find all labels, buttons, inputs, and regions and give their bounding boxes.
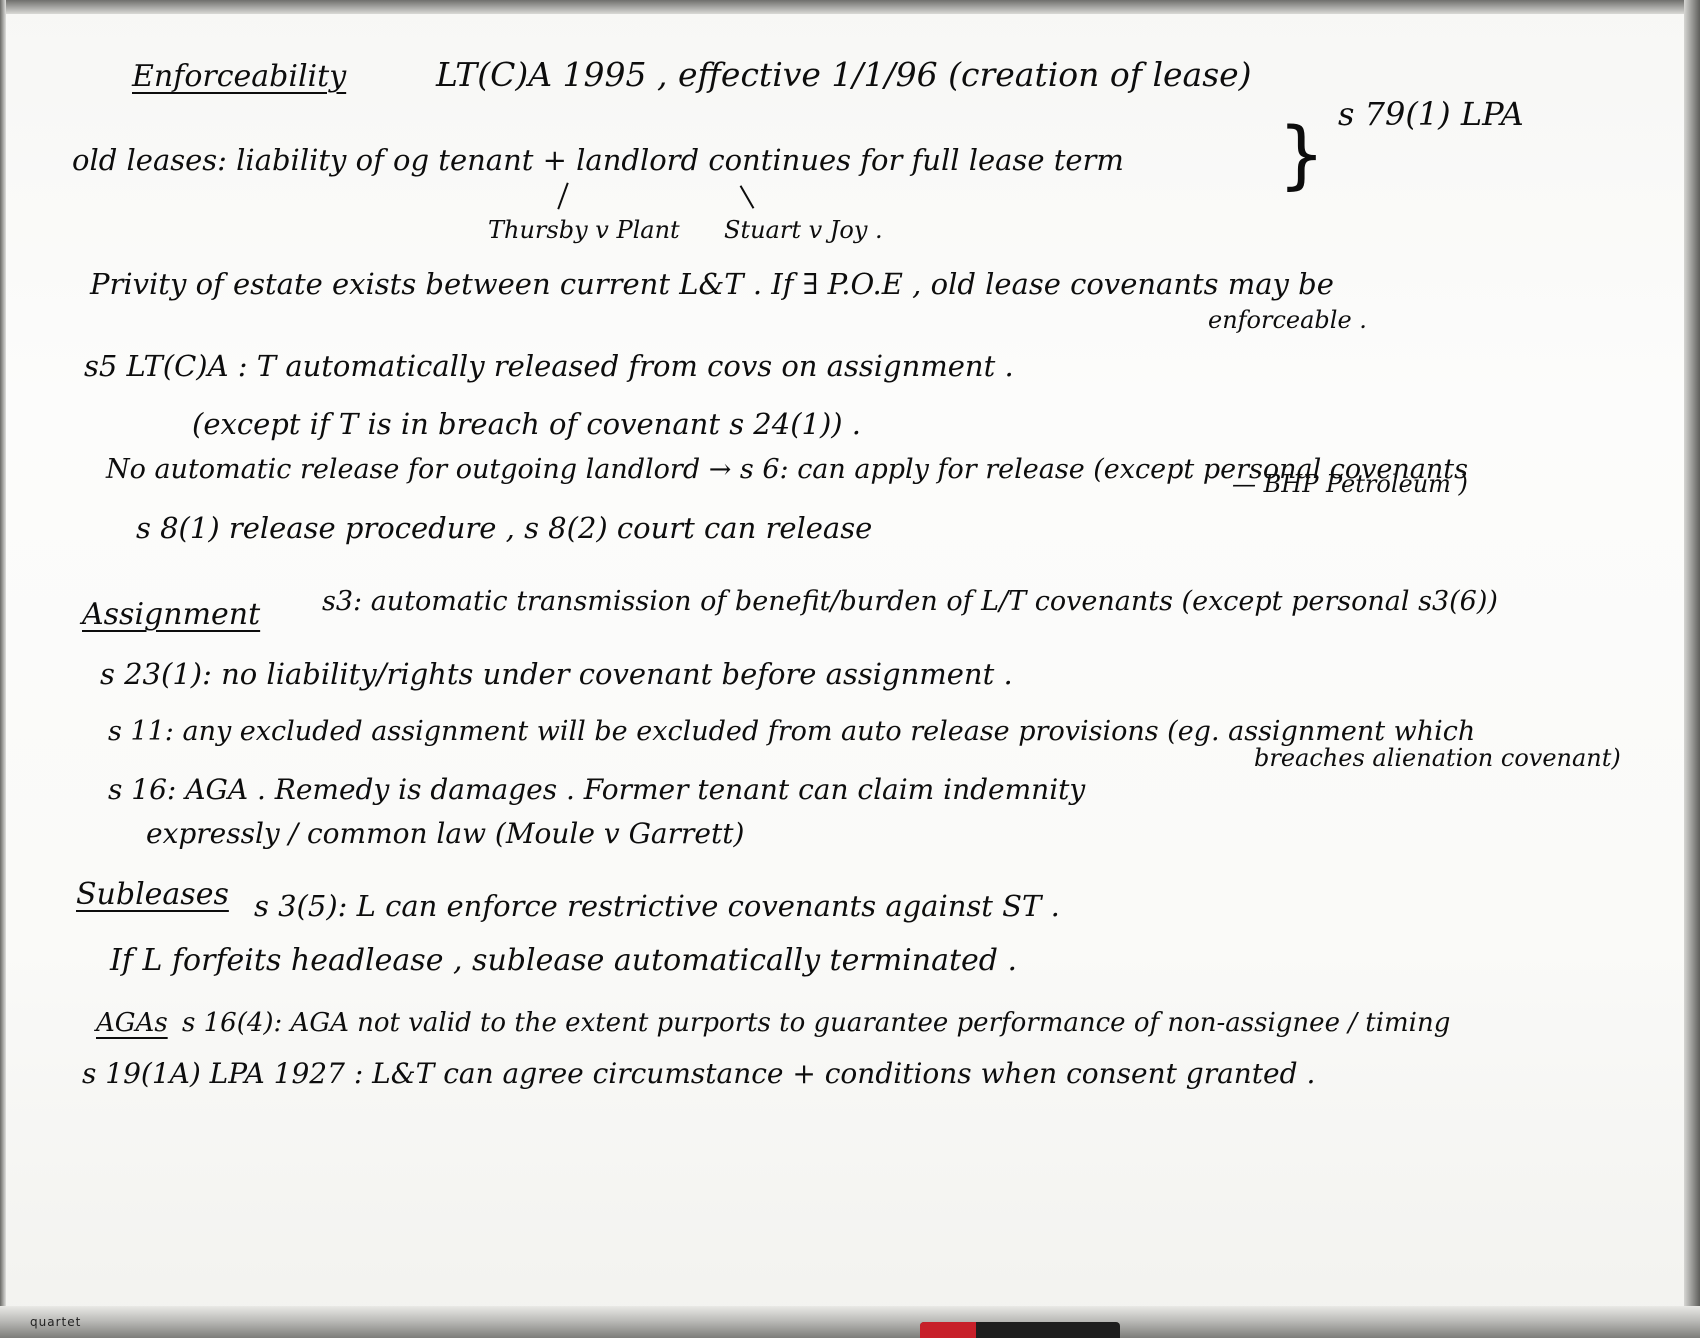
whiteboard-frame-top: [0, 0, 1700, 14]
s16-line: s 16: AGA . Remedy is damages . Former t…: [108, 773, 1086, 806]
marker-cap: [920, 1322, 976, 1338]
board-brand-logo: quartet: [30, 1315, 82, 1329]
s19-line: s 19(1A) LPA 1927 : L&T can agree circum…: [82, 1057, 1316, 1090]
heading-subleases: Subleases: [76, 877, 229, 912]
alienation-note: breaches alienation covenant): [1254, 744, 1621, 772]
bhp-petroleum-note: — BHP Petroleum ): [1232, 470, 1468, 498]
except-breach-line: (except if T is in breach of covenant s …: [192, 407, 862, 441]
pointer-landlord: [739, 185, 755, 209]
s79-lpa: s 79(1) LPA: [1338, 95, 1524, 133]
moule-line: expressly / common law (Moule v Garrett): [146, 817, 745, 850]
s16-4-line: s 16(4): AGA not valid to the extent pur…: [182, 1008, 1451, 1038]
s3-5-line: s 3(5): L can enforce restrictive covena…: [254, 889, 1060, 923]
case-thursby-v-plant: Thursby v Plant: [488, 216, 680, 244]
s8-line: s 8(1) release procedure , s 8(2) court …: [136, 511, 873, 545]
s11-line: s 11: any excluded assignment will be ex…: [108, 716, 1476, 747]
enforceable-note: enforceable .: [1208, 306, 1367, 334]
s3-line: s3: automatic transmission of benefit/bu…: [322, 586, 1498, 617]
forfeit-line: If L forfeits headlease , sublease autom…: [110, 943, 1018, 978]
marker-tray: [0, 1306, 1700, 1338]
pointer-tenant: [557, 182, 569, 210]
old-leases-line: old leases: liability of og tenant + lan…: [72, 143, 1124, 177]
landlord-release-line: No automatic release for outgoing landlo…: [106, 454, 1468, 485]
heading-assignment: Assignment: [82, 597, 261, 632]
case-stuart-v-joy: Stuart v Joy .: [724, 216, 883, 244]
s23-line: s 23(1): no liability/rights under coven…: [100, 657, 1013, 691]
act-heading: LT(C)A 1995 , effective 1/1/96 (creation…: [436, 55, 1252, 94]
whiteboard-frame-left: [0, 0, 6, 1338]
s5-line: s5 LT(C)A : T automatically released fro…: [84, 349, 1014, 383]
whiteboard-frame-right: [1684, 0, 1700, 1338]
brace: }: [1278, 112, 1326, 198]
heading-agas: AGAs: [96, 1008, 168, 1038]
heading-enforceability: Enforceability: [132, 59, 347, 94]
privity-line: Privity of estate exists between current…: [90, 267, 1334, 301]
